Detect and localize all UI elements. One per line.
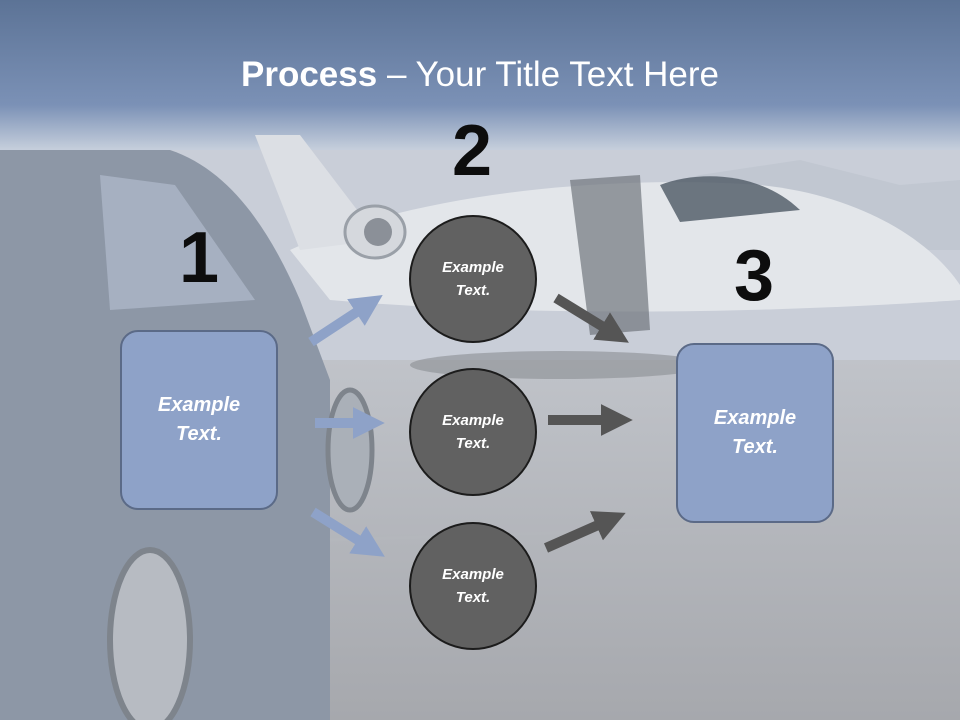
step-number-3: 3 (733, 236, 775, 316)
arrow-right-from-bottom (543, 511, 626, 553)
circle-middle[interactable]: Example Text. (409, 368, 537, 496)
circle-bottom[interactable]: Example Text. (409, 522, 537, 650)
circle-middle-text: Example Text. (442, 412, 504, 452)
right-box[interactable]: Example Text. (676, 343, 834, 523)
arrow-right-from-top (553, 293, 629, 343)
left-box[interactable]: Example Text. (120, 330, 278, 510)
circle-top-text: Example Text. (442, 259, 504, 299)
left-box-text: Example Text. (157, 394, 241, 445)
step-number-2: 2 (451, 111, 493, 191)
arrow-left-down (310, 507, 385, 557)
circle-top[interactable]: Example Text. (409, 215, 537, 343)
right-box-text: Example Text. (713, 407, 797, 458)
arrow-left-up (308, 294, 383, 347)
title-bold: Process (241, 55, 378, 94)
slide-title: Process – Your Title Text Here (0, 54, 960, 96)
title-rest: – Your Title Text Here (377, 55, 719, 94)
circle-bottom-text: Example Text. (442, 566, 504, 606)
step-number-1: 1 (178, 218, 220, 298)
